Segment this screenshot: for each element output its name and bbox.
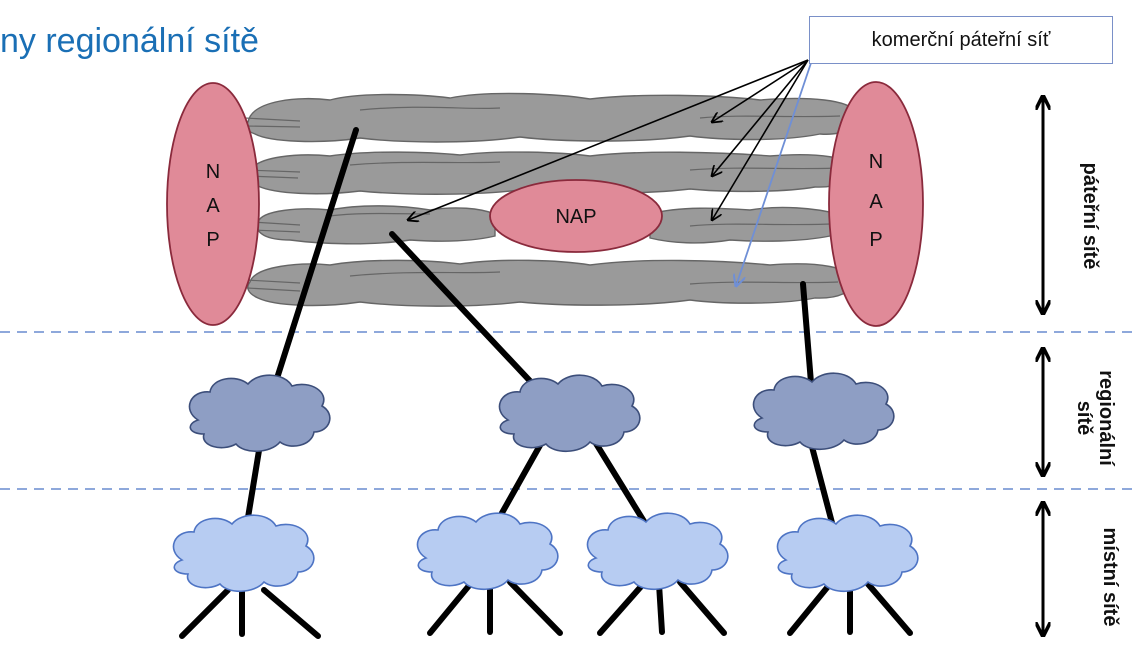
label-local-networks: místní sítě: [1099, 527, 1121, 627]
callout-arrow-2: [712, 59, 809, 176]
fan-local1-left: [179, 587, 231, 639]
local-cloud-2: [416, 512, 559, 591]
link-backbone4-to-regional3: [800, 281, 815, 398]
local-cloud-3: [586, 512, 729, 591]
label-regional-line1: regionální: [1095, 370, 1117, 466]
link-backbone1-to-regional1: [269, 127, 359, 397]
fan-local4-left: [787, 581, 833, 636]
callout-arrow-5: [736, 59, 813, 286]
nap-left-letter-a: A: [206, 195, 220, 217]
callout-arrow-3: [712, 59, 809, 220]
link-backbone3-to-regional2: [389, 231, 549, 401]
slide-title: ny regionální sítě: [0, 22, 259, 60]
local-cloud-1: [172, 514, 315, 593]
nap-right-letter-n: N: [869, 151, 883, 173]
backbone-cloud-3: [251, 205, 847, 245]
fan-local3-right: [677, 579, 727, 636]
label-regional-line2: sítě: [1073, 400, 1095, 436]
nap-left-letter-n: N: [206, 161, 220, 183]
fan-local3-left: [597, 579, 648, 636]
fan-local3-mid: [656, 581, 665, 635]
local-cloud-4: [776, 514, 919, 593]
callout-arrows: [408, 59, 813, 286]
regional-cloud-2: [498, 374, 641, 453]
fan-local1-right: [261, 587, 321, 639]
fan-local4-right: [865, 581, 913, 636]
backbone-cloud-4: [245, 259, 854, 307]
nap-right-letter-p: P: [869, 229, 882, 251]
nap-center-label: NAP: [555, 206, 596, 228]
nap-center: [489, 179, 663, 253]
nap-right-letter-a: A: [869, 191, 883, 213]
nap-left: [166, 82, 260, 326]
regional-cloud-1: [188, 374, 331, 453]
fan-local2-left: [427, 579, 475, 636]
nap-left-letter-p: P: [206, 229, 219, 251]
callout-arrow-4: [408, 59, 809, 220]
regional-cloud-3: [752, 372, 895, 451]
label-regional-networks: regionální sítě: [1073, 359, 1117, 477]
nap-right: [828, 81, 924, 327]
backbone-cloud-1: [244, 92, 857, 143]
callout-arrow-1: [712, 59, 809, 122]
fan-local2-right: [507, 579, 563, 636]
callout-commercial-backbone: komerční páteřní síť: [809, 16, 1113, 64]
label-backbone-networks: páteřní sítě: [1079, 162, 1101, 270]
